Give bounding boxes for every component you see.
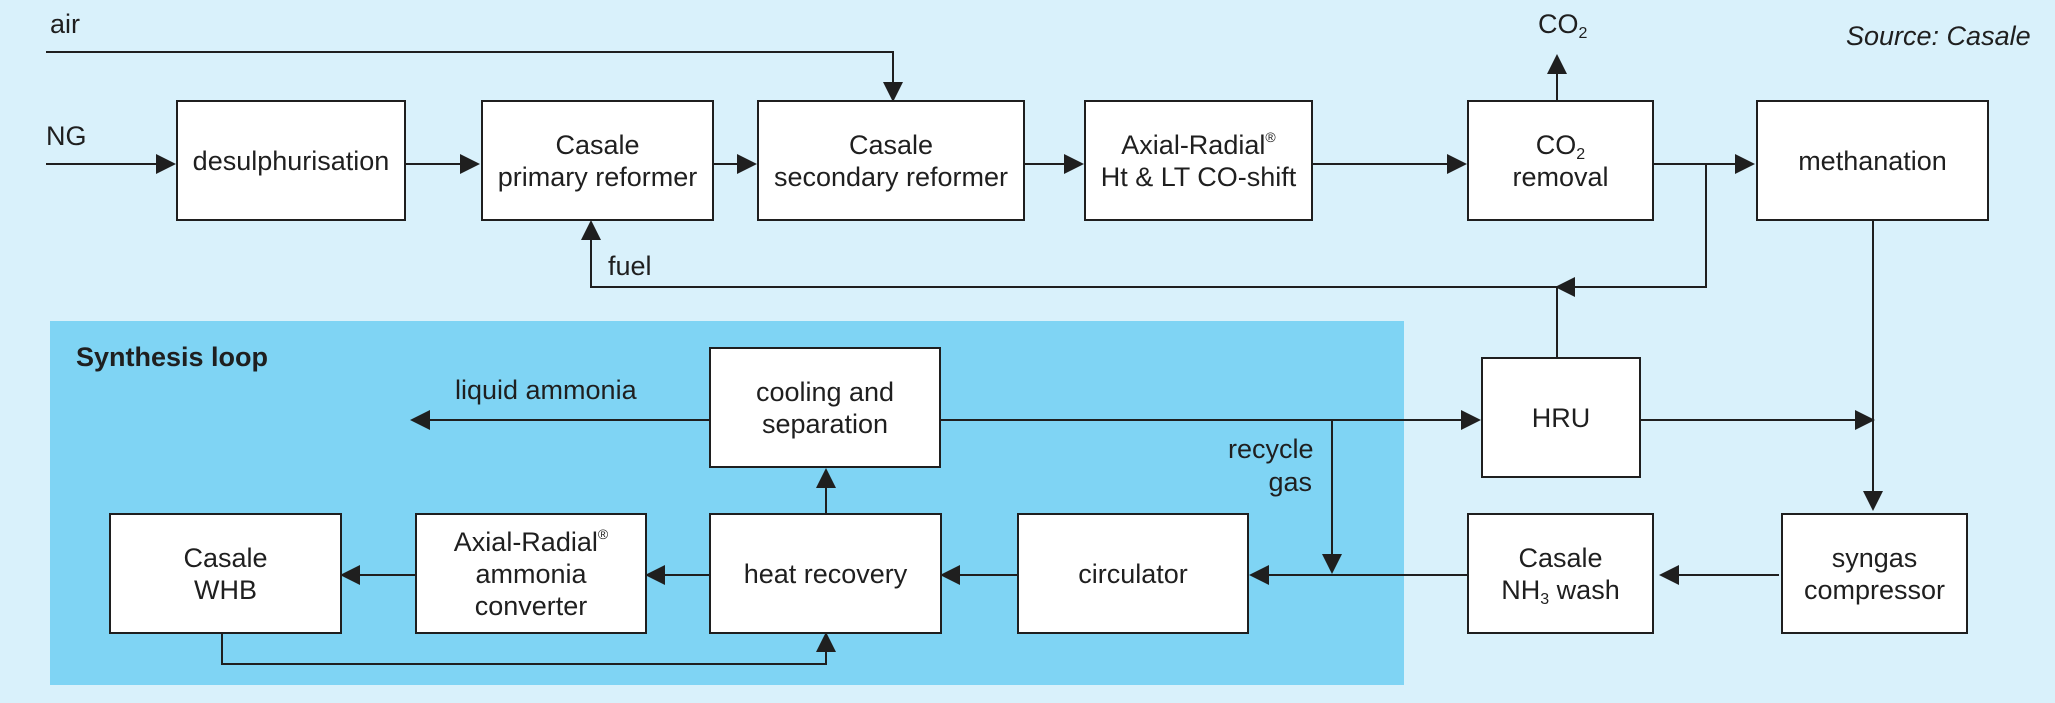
co2-output-text: CO (1538, 9, 1579, 39)
co-shift-line2: Ht & LT CO-shift (1100, 161, 1297, 192)
nh3-wash-box: Casale NH3 wash (1467, 513, 1654, 634)
fuel-line (581, 220, 1557, 288)
co2-output-subscript: 2 (1578, 25, 1588, 42)
co-shift-line1-text: Axial-Radial (1121, 129, 1266, 160)
casale-whb-line1: Casale (183, 542, 268, 573)
primary-reformer-box: Casale primary reformer (481, 100, 714, 221)
synthesis-loop-title: Synthesis loop (76, 342, 269, 372)
circulator-box: circulator (1017, 513, 1249, 634)
secondary-reformer-line1: Casale (848, 129, 934, 160)
ammonia-converter-line3: converter (474, 590, 588, 621)
secondary-reformer-box: Casale secondary reformer (757, 100, 1025, 221)
casale-whb-line2: WHB (194, 574, 257, 605)
cooling-separation-line2: separation (761, 408, 889, 439)
ng-label: NG (46, 121, 87, 151)
fuel-label: fuel (608, 251, 652, 281)
primary-reformer-line2: primary reformer (497, 161, 698, 192)
methanation-label: methanation (1798, 145, 1947, 176)
circulator-label: circulator (1078, 558, 1188, 589)
co-shift-box: Axial-Radial® Ht & LT CO-shift (1084, 100, 1313, 221)
nh3-wash-line2-post: wash (1549, 574, 1620, 605)
syngas-compressor-box: syngas compressor (1781, 513, 1968, 634)
recycle-gas-label-1: recycle (1228, 434, 1314, 464)
ammonia-converter-line2: ammonia (475, 558, 587, 589)
casale-whb-box: Casale WHB (109, 513, 342, 634)
ammonia-converter-line1: Axial-Radial® (454, 526, 608, 558)
liquid-ammonia-label: liquid ammonia (455, 375, 637, 405)
desulphurisation-label: desulphurisation (192, 145, 390, 176)
nh3-wash-line1: Casale (1518, 542, 1603, 573)
co2-output-label: CO2 (1538, 8, 1588, 42)
cooling-separation-box: cooling and separation (709, 347, 941, 468)
ammonia-converter-box: Axial-Radial® ammonia converter (415, 513, 647, 634)
nh3-wash-subscript: 3 (1540, 590, 1550, 608)
syngas-compressor-line1: syngas (1831, 542, 1918, 573)
hru-box: HRU (1481, 357, 1641, 478)
air-label: air (50, 9, 81, 39)
nh3-wash-line2-pre: NH (1501, 574, 1541, 605)
ammonia-converter-line1-text: Axial-Radial (453, 526, 598, 557)
secondary-reformer-line2: secondary reformer (773, 161, 1009, 192)
co-shift-line1: Axial-Radial® (1121, 129, 1275, 161)
methanation-box: methanation (1756, 100, 1989, 221)
source-label: Source: Casale (1846, 21, 2031, 51)
whb-to-heat-recovery (221, 632, 836, 665)
co2-removal-subscript: 2 (1576, 145, 1586, 163)
nh3-wash-line2: NH3 wash (1501, 574, 1620, 608)
recycle-gas-label-2: gas (1268, 467, 1312, 497)
co2-removal-line1-text: CO (1535, 129, 1577, 160)
co-shift-registered-mark: ® (1265, 128, 1276, 145)
syngas-compressor-line2: compressor (1803, 574, 1946, 605)
heat-recovery-box: heat recovery (709, 513, 942, 634)
desulphurisation-box: desulphurisation (176, 100, 406, 221)
ammonia-converter-registered-mark: ® (597, 525, 609, 542)
hru-label: HRU (1531, 402, 1591, 433)
air-line (46, 51, 903, 102)
cooling-separation-line1: cooling and (755, 376, 895, 407)
co2-removal-line1: CO2 (1535, 129, 1586, 163)
fuel-recycle-line (1555, 164, 1707, 297)
co2-removal-line2: removal (1512, 161, 1609, 192)
primary-reformer-line1: Casale (555, 129, 640, 160)
heat-recovery-label: heat recovery (743, 558, 908, 589)
co2-removal-box: CO2 removal (1467, 100, 1654, 221)
